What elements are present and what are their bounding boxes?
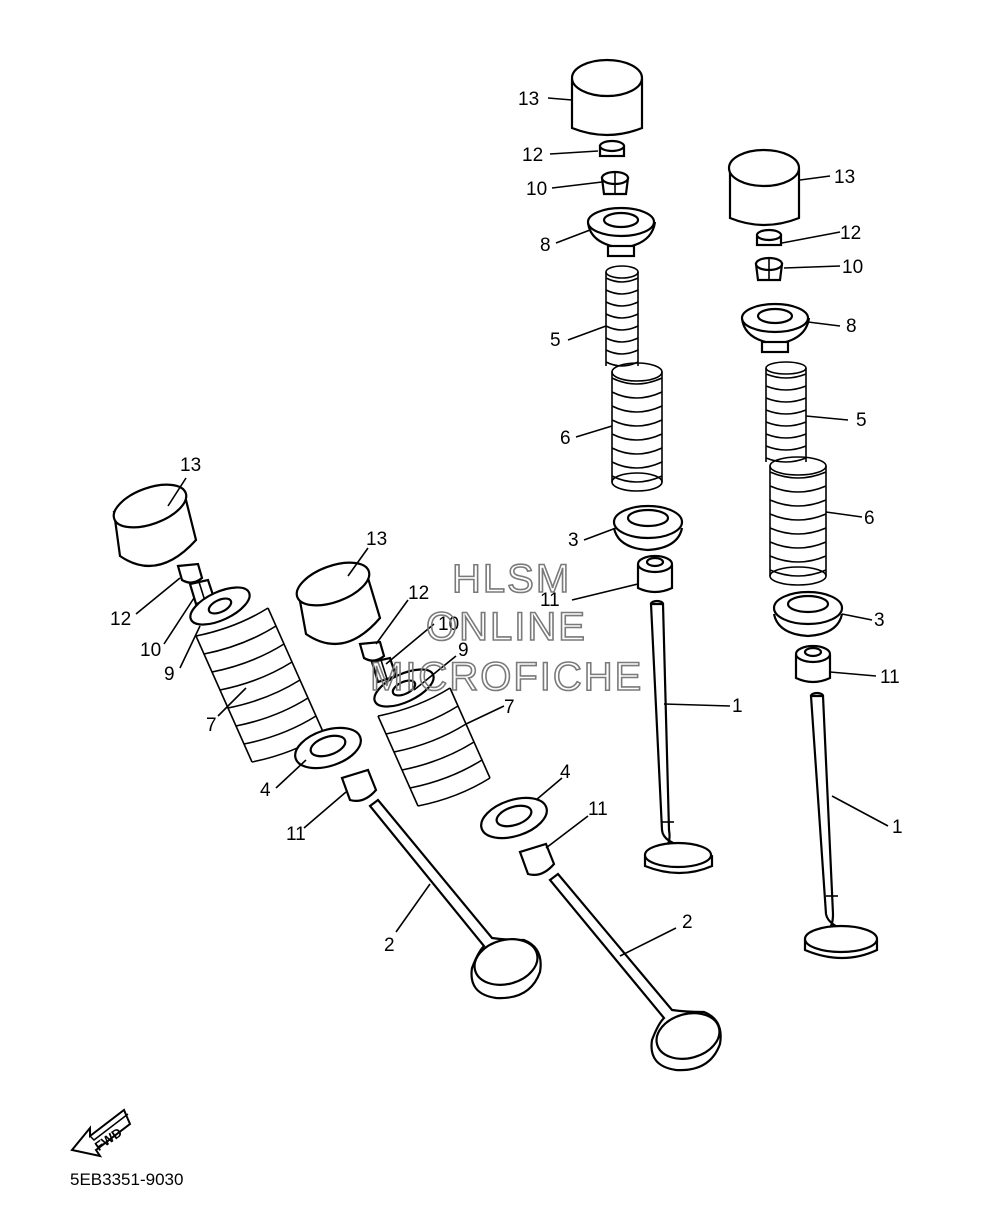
watermark-line-1: HLSM bbox=[452, 557, 571, 601]
valve-spring-c bbox=[195, 607, 325, 763]
callout-12: 12 bbox=[840, 223, 861, 244]
valve-lifter-d bbox=[295, 561, 382, 646]
adjusting-pad-b bbox=[755, 228, 783, 247]
callout-10: 10 bbox=[842, 257, 863, 278]
callout-11: 11 bbox=[880, 667, 900, 688]
valve-lifter-b bbox=[727, 148, 801, 227]
callout-labels: 13 12 10 8 5 6 3 11 1 13 12 10 8 5 6 3 1… bbox=[110, 89, 903, 956]
assembly-b bbox=[727, 148, 879, 960]
valve-stem-seal-b bbox=[794, 644, 832, 684]
spring-seat-d bbox=[480, 796, 548, 840]
callout-1: 1 bbox=[732, 696, 743, 717]
valve-spring-d bbox=[377, 687, 491, 807]
callout-11: 11 bbox=[540, 590, 560, 611]
valve-lifter-c bbox=[112, 483, 198, 568]
callout-2: 2 bbox=[682, 912, 693, 933]
spring-retainer-a bbox=[586, 206, 657, 258]
callout-8: 8 bbox=[540, 235, 551, 256]
callout-4: 4 bbox=[260, 780, 271, 801]
callout-13: 13 bbox=[366, 529, 387, 550]
spring-retainer-b bbox=[740, 302, 811, 354]
drawing-code: 5EB3351-9030 bbox=[70, 1170, 184, 1189]
callout-1: 1 bbox=[892, 817, 903, 838]
outer-spring-a bbox=[611, 362, 663, 492]
callout-12: 12 bbox=[408, 583, 429, 604]
callout-13: 13 bbox=[518, 89, 539, 110]
spring-retainer-c bbox=[189, 586, 251, 626]
callout-10: 10 bbox=[140, 640, 161, 661]
assembly-c bbox=[112, 483, 542, 1000]
callout-5: 5 bbox=[550, 330, 561, 351]
watermark: HLSM ONLINE MICROFICHE bbox=[369, 556, 643, 700]
spring-seat-c bbox=[294, 726, 362, 770]
watermark-line-3: MICROFICHE bbox=[370, 655, 643, 699]
callout-6: 6 bbox=[560, 428, 571, 449]
callout-4: 4 bbox=[560, 762, 571, 783]
callout-11: 11 bbox=[588, 799, 608, 820]
spring-seat-a bbox=[612, 504, 684, 552]
intake-valve-b bbox=[803, 691, 879, 960]
callout-7: 7 bbox=[504, 697, 515, 718]
inner-spring-b bbox=[765, 361, 807, 463]
adjusting-pad-c bbox=[176, 562, 204, 584]
callout-9: 9 bbox=[164, 664, 175, 685]
valve-cotter-a bbox=[600, 170, 630, 196]
callout-3: 3 bbox=[874, 610, 885, 631]
callout-3: 3 bbox=[568, 530, 579, 551]
callout-6: 6 bbox=[864, 508, 875, 529]
outer-spring-b bbox=[769, 456, 827, 586]
callout-10: 10 bbox=[526, 179, 547, 200]
leader-lines bbox=[135, 97, 889, 957]
callout-13: 13 bbox=[180, 455, 201, 476]
exhaust-valve-c bbox=[368, 798, 542, 1000]
callout-12: 12 bbox=[522, 145, 543, 166]
valve-stem-seal-a bbox=[636, 554, 674, 594]
callout-5: 5 bbox=[856, 410, 867, 431]
callout-7: 7 bbox=[206, 715, 217, 736]
watermark-line-2: ONLINE bbox=[426, 605, 587, 649]
callout-8: 8 bbox=[846, 316, 857, 337]
valve-stem-seal-c bbox=[340, 768, 378, 802]
inner-spring-a bbox=[605, 265, 639, 367]
callout-13: 13 bbox=[834, 167, 855, 188]
callout-9: 9 bbox=[458, 640, 469, 661]
callout-11: 11 bbox=[286, 824, 306, 845]
exhaust-valve-d bbox=[548, 872, 722, 1072]
fwd-arrow-icon: FWD bbox=[70, 1108, 132, 1158]
spring-seat-b bbox=[772, 590, 844, 638]
callout-10: 10 bbox=[438, 614, 459, 635]
adjusting-pad-a bbox=[598, 139, 626, 158]
assembly-d bbox=[295, 561, 722, 1072]
intake-valve-a bbox=[643, 599, 714, 875]
callout-12: 12 bbox=[110, 609, 131, 630]
callout-2: 2 bbox=[384, 935, 395, 956]
assembly-a bbox=[570, 58, 714, 875]
valve-stem-seal-d bbox=[518, 842, 556, 876]
valve-lifter-a bbox=[570, 58, 644, 137]
valve-cotter-b bbox=[754, 256, 784, 282]
